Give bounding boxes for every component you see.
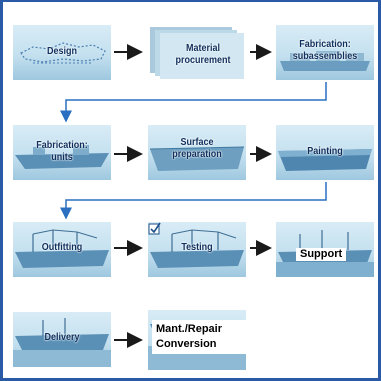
step-surface-preparation-label-2: preparation [172,149,222,160]
hull-segments-icon [280,51,370,71]
step-support: Support [276,222,374,277]
step-mant-repair-conversion: Mant./Repair Conversion [148,310,246,370]
ship-outline-dotted-icon [20,42,106,64]
stacked-sheets-icon [150,27,244,79]
step-painting-label: Painting [307,146,343,157]
step-material-procurement-label-1: Material [185,43,221,54]
step-surface-preparation-label-1: Surface [180,137,214,148]
step-testing: Testing [148,222,246,277]
step-fabrication-units: Fabrication: units [13,125,111,180]
ship-delivery-icon [13,318,111,367]
step-fabrication-subassemblies-label-2: subassemblies [292,51,358,62]
step-design-label: Design [46,46,78,57]
step-material-procurement: Material procurement [148,25,246,80]
step-fabrication-units-label-2: units [51,152,73,163]
step-delivery: Delivery [13,312,111,367]
hull-painted-icon [278,149,372,171]
step-outfitting-label: Outfitting [41,242,83,253]
step-testing-label: Testing [181,242,213,253]
step-surface-preparation: Surface preparation [148,125,246,180]
connector-row2-row3 [60,182,327,220]
hull-units-icon [15,145,109,169]
step-material-procurement-label-2: procurement [175,55,231,66]
step-fabrication-units-label-1: Fabrication: [36,140,88,151]
step-fabrication-subassemblies-label-1: Fabrication: [299,39,351,50]
step-mant-repair-label-1: Mant./Repair [156,323,223,335]
ship-outfitting-icon [15,229,109,268]
ship-testing-icon [148,222,244,268]
step-mant-repair-label-2: Conversion [156,338,217,350]
step-painting: Painting [276,125,374,180]
step-fabrication-subassemblies: Fabrication: subassemblies [276,25,374,80]
connector-row1-row2 [60,82,327,123]
step-design: Design [13,25,111,80]
step-delivery-label: Delivery [44,332,80,343]
hull-surface-icon [149,146,245,171]
step-outfitting: Outfitting [13,222,111,277]
step-support-label: Support [296,248,347,261]
